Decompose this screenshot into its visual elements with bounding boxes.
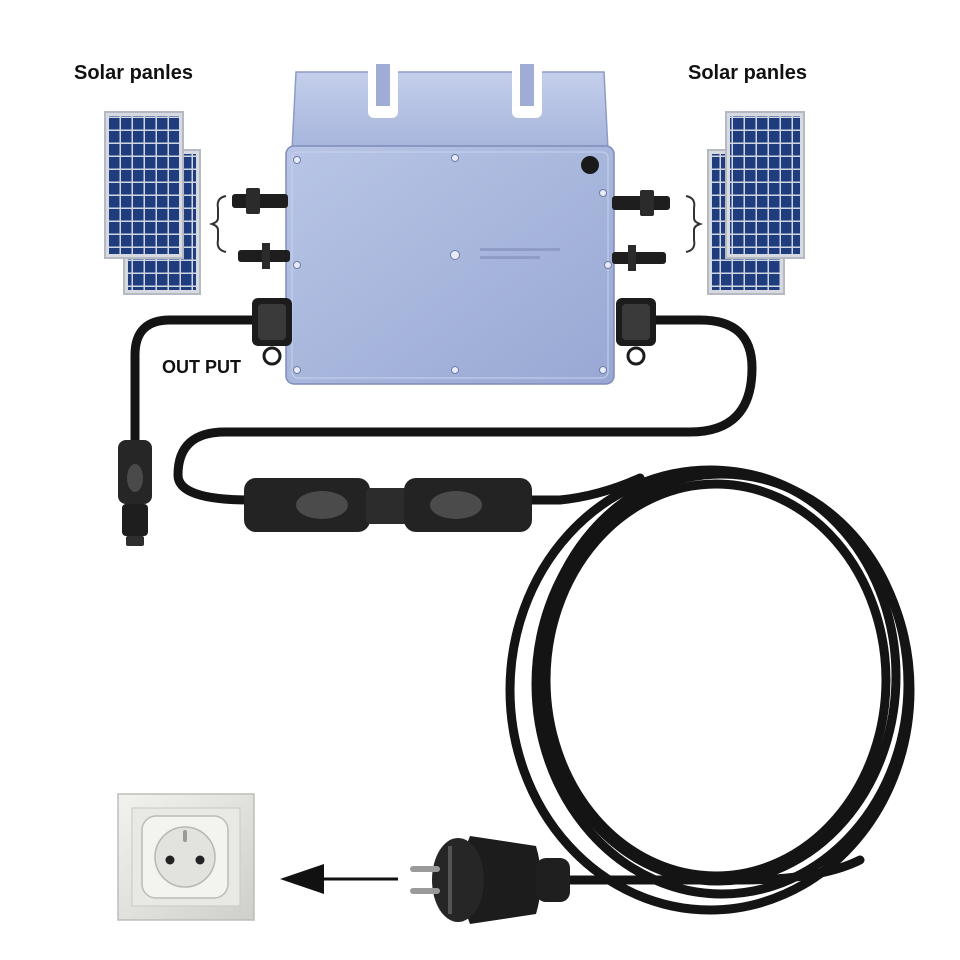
dc-connector-left-bottom: [238, 243, 290, 269]
arrow-left-icon: [280, 864, 398, 894]
wall-socket-icon: [117, 793, 255, 921]
solar-panel-icon: [104, 111, 184, 259]
brace-right: [685, 195, 704, 253]
output-label: OUT PUT: [162, 357, 241, 377]
solar-panels-right-label: Solar panles: [688, 62, 807, 84]
trunk-connector-icon: [244, 478, 532, 532]
dc-connector-right-bottom: [612, 245, 666, 271]
solar-panels-left-label: Solar panles: [74, 62, 193, 84]
brace-left: [208, 195, 227, 253]
solar-panels-right: [707, 111, 805, 295]
output-connector-icon: [118, 440, 152, 546]
dc-connector-left-top: [232, 188, 288, 214]
ac-gland-right: [616, 298, 656, 366]
output-cable: [130, 315, 915, 915]
dc-connector-right-top: [612, 190, 670, 216]
schuko-plug-icon: [410, 836, 570, 924]
solar-panels-left: [104, 111, 201, 295]
micro-inverter-icon: [285, 64, 615, 385]
solar-panel-icon: [725, 111, 805, 259]
ac-gland-left: [252, 298, 292, 366]
